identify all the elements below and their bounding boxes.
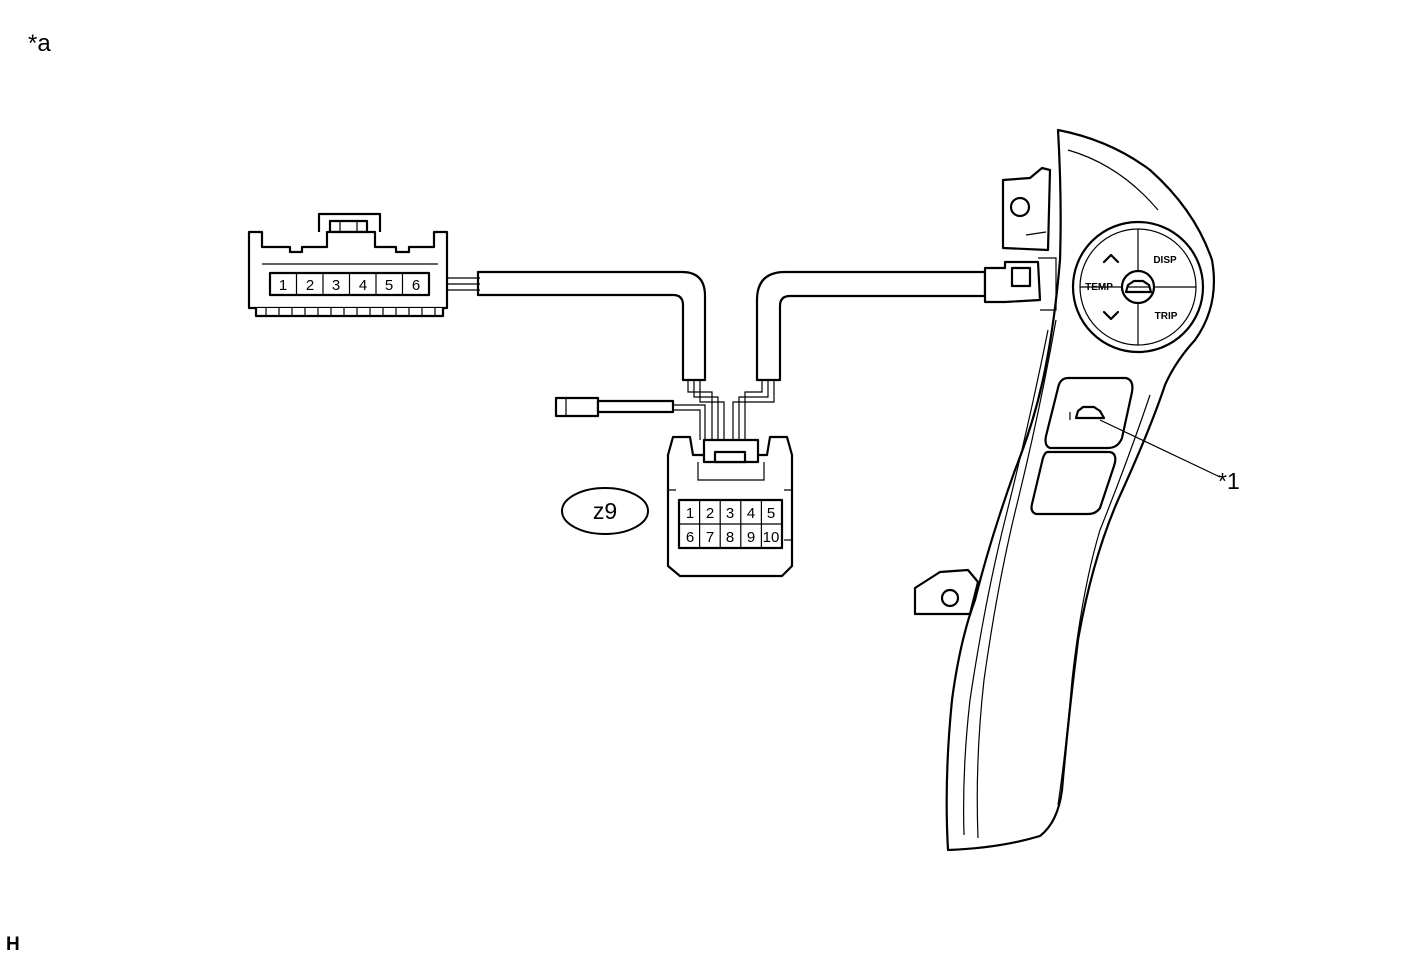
pin-label: 5 — [385, 277, 393, 294]
disp-button-label: DISP — [1153, 255, 1177, 266]
connector-10pin: 1 2 3 4 5 6 7 8 9 10 — [666, 435, 794, 578]
pin-label: 1 — [279, 277, 287, 294]
pin-label: 7 — [706, 529, 714, 546]
pin-label: 10 — [763, 529, 780, 546]
view-label: *a — [28, 30, 51, 57]
pin-label: 2 — [306, 277, 314, 294]
temp-button-label: TEMP — [1085, 282, 1113, 293]
steering-pad-switch: DISP TEMP TRIP — [913, 128, 1215, 852]
pin-label: 1 — [686, 505, 694, 522]
connector-code: z9 — [593, 498, 617, 524]
wire-harness — [476, 270, 987, 440]
pin-label: 3 — [726, 505, 734, 522]
pin-label: 8 — [726, 529, 734, 546]
corner-mark: H — [6, 934, 20, 955]
pin-label: 3 — [332, 277, 340, 294]
pin-label: 6 — [686, 529, 694, 546]
connector-code-badge — [561, 487, 649, 535]
pin-label: 4 — [359, 277, 367, 294]
trip-button-label: TRIP — [1155, 311, 1178, 322]
callout-leader-line — [1099, 419, 1221, 478]
pin-label: 4 — [747, 505, 755, 522]
pin-label: 5 — [767, 505, 775, 522]
callout-label: *1 — [1218, 468, 1240, 494]
pin-label: 9 — [747, 529, 755, 546]
connector-6pin: 1 2 3 4 5 6 — [247, 212, 480, 318]
pin-label: 6 — [412, 277, 420, 294]
pin-label: 2 — [706, 505, 714, 522]
